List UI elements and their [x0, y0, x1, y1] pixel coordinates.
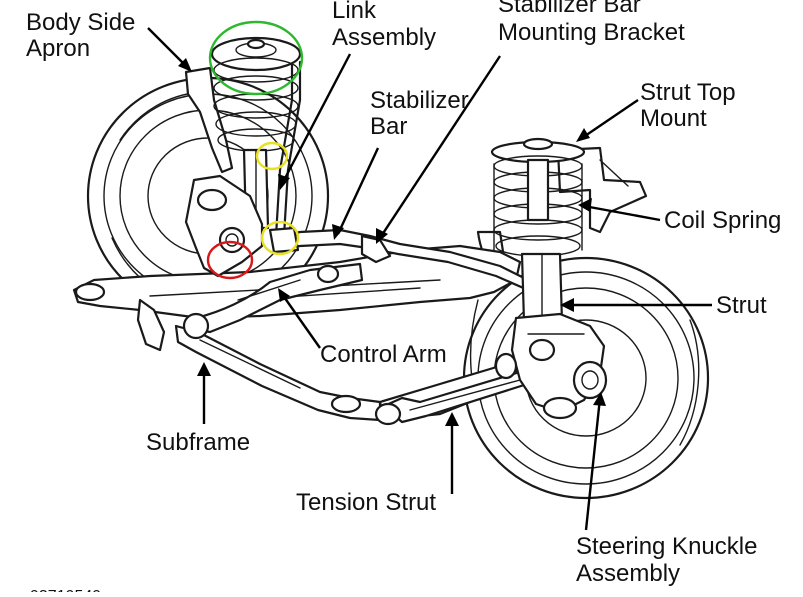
label-strut-top-mount-line2: Mount — [640, 105, 707, 132]
label-subframe: Subframe — [146, 429, 250, 456]
label-link-assembly-line2: Assembly — [332, 24, 436, 51]
highlight-marks — [206, 20, 304, 280]
label-coil-spring: Coil Spring — [664, 207, 781, 234]
label-stabilizer-bar-line1: Stabilizer — [370, 87, 469, 114]
label-control-arm: Control Arm — [320, 341, 447, 368]
highlight-circle-red — [206, 240, 254, 280]
label-steering-knuckle-line1: Steering Knuckle — [576, 533, 757, 560]
label-stabilizer-bracket-line2: Mounting Bracket — [498, 19, 685, 46]
label-body-side-apron-line2: Apron — [26, 35, 90, 62]
highlight-circle-green — [208, 20, 304, 96]
left-strut-assembly — [184, 36, 302, 278]
figure-code: 93719549 — [30, 588, 101, 592]
label-strut-top-mount-line1: Strut Top — [640, 79, 736, 106]
label-steering-knuckle-line2: Assembly — [576, 560, 680, 587]
highlight-circle-yellow-upper — [255, 141, 289, 171]
right-strut-assembly — [490, 137, 608, 420]
highlight-circle-yellow-lower — [260, 220, 300, 256]
callout-labels: Body Side Apron Link Assembly Stabilizer… — [26, 0, 781, 597]
label-stabilizer-bracket-line1: Stabilizer Bar — [498, 0, 641, 18]
label-tension-strut: Tension Strut — [296, 489, 436, 516]
label-strut: Strut — [716, 292, 767, 319]
leader-lines — [147, 27, 712, 531]
control-arm-left — [182, 262, 364, 340]
label-link-assembly-line1: Link — [332, 0, 377, 24]
label-stabilizer-bar-line2: Bar — [370, 113, 407, 140]
label-body-side-apron-line1: Body Side — [26, 9, 135, 36]
